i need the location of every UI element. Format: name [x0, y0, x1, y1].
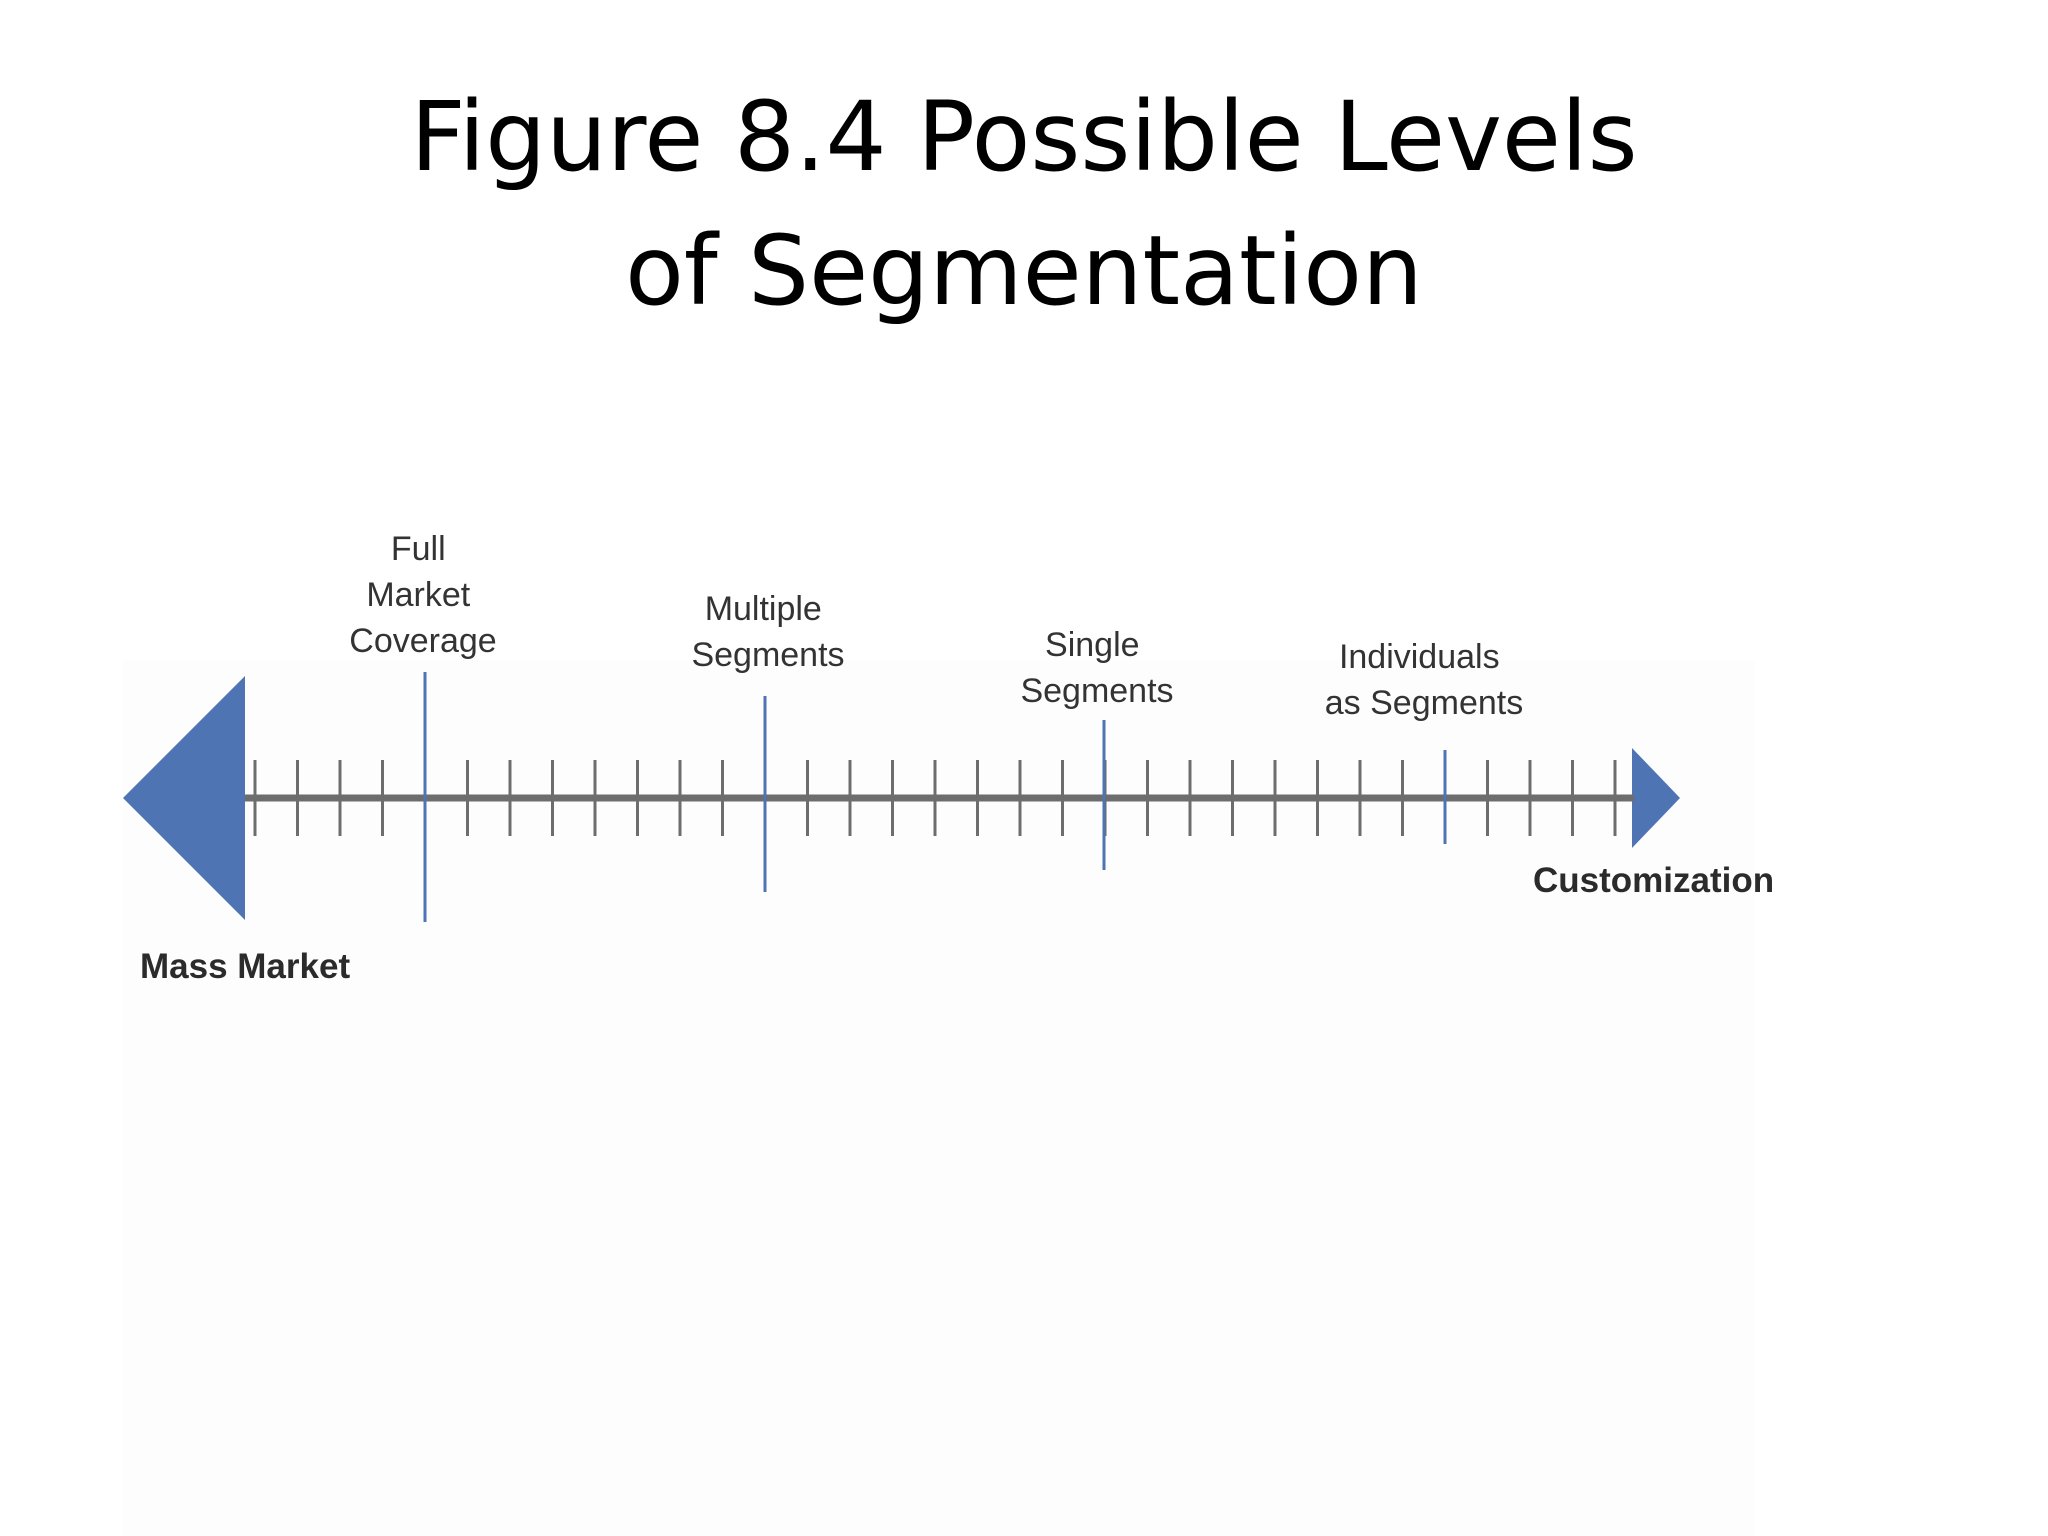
customization-label: Customization [1533, 861, 1774, 900]
title-line-2: of Segmentation [625, 215, 1423, 327]
label-line: Multiple [705, 590, 822, 628]
label-line: Segments [691, 636, 844, 674]
label-line: Segments [1020, 672, 1173, 710]
label-line: Full [391, 530, 446, 568]
customization-arrowhead [1632, 748, 1680, 848]
label-individuals-as-segments: Individuals as Segments [1325, 638, 1523, 722]
label-line: Coverage [349, 622, 496, 660]
mass-market-label: Mass Market [140, 947, 350, 986]
label-single-segments: Single Segments [1020, 626, 1173, 710]
label-line: Individuals [1339, 638, 1500, 676]
label-line: Market [366, 576, 470, 614]
label-line: as Segments [1325, 684, 1523, 722]
figure-background [123, 660, 1755, 1536]
label-full-market-coverage: Full Market Coverage [349, 530, 496, 660]
label-multiple-segments: Multiple Segments [691, 590, 844, 674]
slide-title: Figure 8.4 Possible Levels of Segmentati… [0, 70, 2048, 338]
mass-market-arrowhead [123, 676, 245, 920]
label-line: Single [1045, 626, 1140, 664]
title-line-1: Figure 8.4 Possible Levels [410, 81, 1638, 193]
